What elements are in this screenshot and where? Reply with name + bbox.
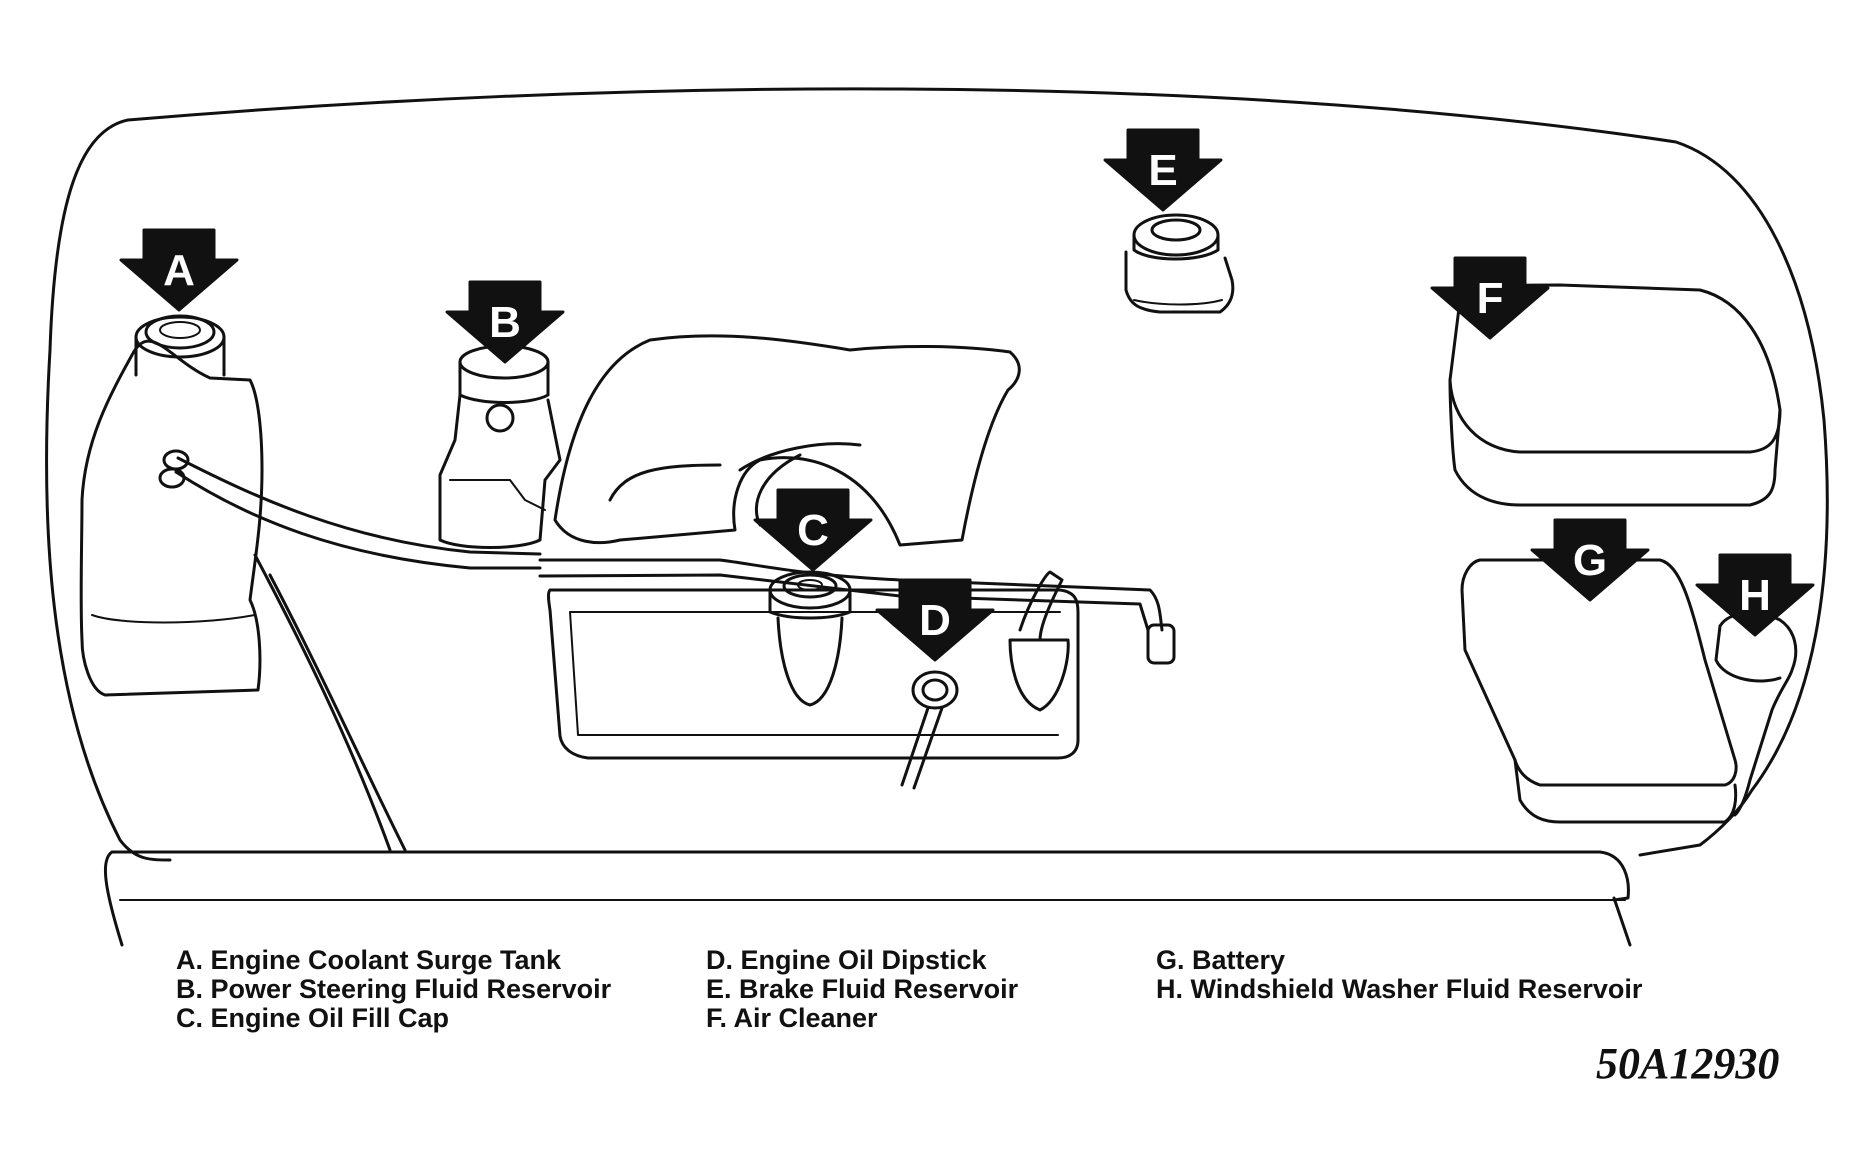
coolant-surge-tank <box>79 314 264 697</box>
valve-cover <box>547 588 1080 760</box>
callout-arrow-b: B <box>445 280 565 364</box>
coolant-hose <box>174 456 542 570</box>
callout-letter: D <box>919 596 951 645</box>
hose-fitting <box>158 467 186 489</box>
callout-letter: A <box>163 246 195 295</box>
engine-oil-fill-cap <box>768 570 852 707</box>
legend-item: F. Air Cleaner <box>706 1003 878 1033</box>
breather-hose <box>1018 570 1064 642</box>
callout-arrow-d: D <box>875 578 995 662</box>
engine-oil-dipstick <box>900 670 959 790</box>
callout-arrow-h: H <box>1695 553 1815 637</box>
battery <box>1460 558 1738 824</box>
legend-column: D. Engine Oil Dipstick E. Brake Fluid Re… <box>706 946 1018 1033</box>
callout-arrow-f: F <box>1430 256 1550 340</box>
legend-column: G. Battery H. Windshield Washer Fluid Re… <box>1156 946 1642 1004</box>
callout-letter: B <box>489 298 521 347</box>
engine-compartment-outline <box>45 87 1829 862</box>
legend-item: G. Battery <box>1156 945 1286 975</box>
legend-item: C. Engine Oil Fill Cap <box>176 1003 450 1033</box>
callout-letter: C <box>797 506 829 555</box>
figure-code: 50A12930 <box>1596 1039 1780 1088</box>
callout-letter: G <box>1573 536 1607 585</box>
engine-intake <box>553 334 1021 547</box>
callout-arrow-e: E <box>1103 128 1223 212</box>
callout-arrow-g: G <box>1530 518 1650 602</box>
legend-column: A. Engine Coolant Surge Tank B. Power St… <box>176 946 611 1033</box>
valve-cover-inner <box>569 611 1061 736</box>
tube-end <box>1146 623 1176 665</box>
legend-item: B. Power Steering Fluid Reservoir <box>176 974 612 1004</box>
front-support-bar <box>103 850 1632 947</box>
breather-boot <box>1008 638 1070 712</box>
callout-letter: H <box>1739 571 1771 620</box>
callout-letter: F <box>1477 274 1504 323</box>
legend-item: E. Brake Fluid Reservoir <box>706 974 1019 1004</box>
legend-item: H. Windshield Washer Fluid Reservoir <box>1156 974 1643 1004</box>
callout-letter: E <box>1148 146 1177 195</box>
callout-arrow-c: C <box>753 488 873 572</box>
coolant-hose-down <box>253 553 407 852</box>
callout-arrow-a: A <box>119 228 239 312</box>
power-steering-reservoir <box>438 344 562 549</box>
legend-item: D. Engine Oil Dipstick <box>706 945 987 975</box>
brake-fluid-reservoir <box>1124 213 1235 314</box>
legend-item: A. Engine Coolant Surge Tank <box>176 945 562 975</box>
